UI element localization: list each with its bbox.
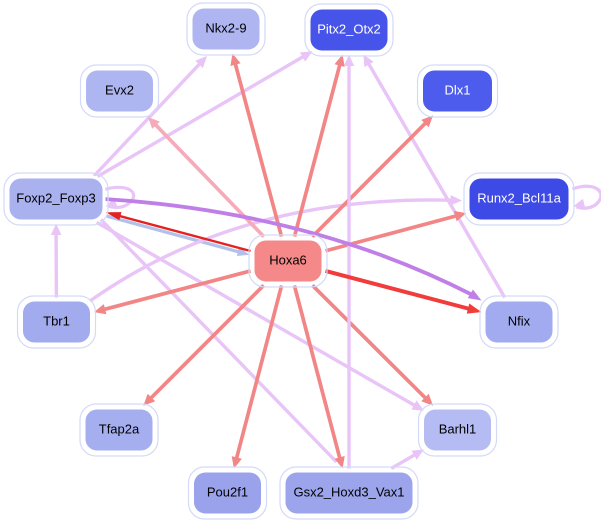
svg-text:Pou2f1: Pou2f1: [207, 485, 248, 500]
svg-text:Foxp2_Foxp3: Foxp2_Foxp3: [16, 191, 96, 206]
svg-text:Gsx2_Hoxd3_Vax1: Gsx2_Hoxd3_Vax1: [293, 485, 404, 500]
svg-text:Pitx2_Otx2: Pitx2_Otx2: [317, 22, 381, 37]
svg-text:Dlx1: Dlx1: [444, 83, 470, 98]
svg-text:Evx2: Evx2: [105, 83, 134, 98]
svg-text:Nfix: Nfix: [508, 314, 531, 329]
svg-text:Runx2_Bcl11a: Runx2_Bcl11a: [477, 191, 561, 206]
svg-text:Tfap2a: Tfap2a: [99, 422, 140, 437]
svg-text:Hoxa6: Hoxa6: [269, 253, 307, 268]
svg-text:Tbr1: Tbr1: [43, 314, 70, 329]
svg-text:Nkx2-9: Nkx2-9: [205, 21, 246, 36]
svg-text:Barhl1: Barhl1: [439, 422, 477, 437]
